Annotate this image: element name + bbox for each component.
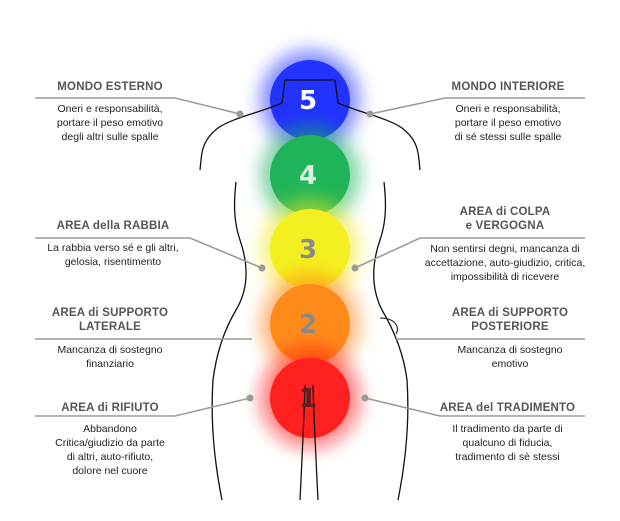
body-outline — [199, 79, 421, 501]
connector-dot — [246, 394, 254, 402]
connector-mondo-interiore — [369, 97, 585, 115]
desc-line: finanziario — [86, 358, 134, 370]
connector-dot — [361, 394, 369, 402]
zone-4-circle — [270, 135, 350, 215]
connector-dot — [351, 264, 359, 272]
inner-leg-lines — [299, 384, 319, 501]
back-support-mark — [379, 317, 398, 335]
label-description: Oneri e responsabilità, portare il peso … — [428, 102, 588, 144]
label-colpa-vergogna: AREA di COLPA e VERGOGNA Non sentirsi de… — [410, 205, 600, 284]
label-mondo-esterno: MONDO ESTERNO Oneri e responsabilità, po… — [30, 80, 190, 144]
desc-line: Critica/giudizio da parte — [55, 437, 165, 449]
label-title: e VERGOGNA — [465, 220, 545, 232]
label-rifiuto: AREA di RIFIUTO Abbandono Critica/giudiz… — [30, 401, 190, 478]
desc-line: Il tradimento da parte di — [452, 423, 563, 435]
label-description: Oneri e responsabilità, portare il peso … — [30, 102, 190, 144]
zone-3-circle — [270, 209, 350, 289]
label-title: LATERALE — [78, 321, 142, 333]
label-description: Mancanza di sostegno finanziario — [30, 343, 190, 371]
desc-line: Oneri e responsabilità, — [455, 103, 561, 115]
label-mondo-interiore: MONDO INTERIORE Oneri e responsabilità, … — [428, 80, 588, 144]
label-rabbia: AREA della RABBIA La rabbia verso sé e g… — [28, 219, 198, 269]
zone-1-circle — [270, 358, 350, 438]
desc-line: Mancanza di sostegno — [457, 344, 563, 356]
connector-dot — [236, 110, 244, 118]
connector-mondo-esterno — [35, 97, 241, 115]
label-description: Non sentirsi degni, mancanza di accettaz… — [410, 242, 600, 284]
label-tradimento: AREA del TRADIMENTO Il tradimento da par… — [420, 401, 595, 464]
label-description: Mancanza di sostegno emotivo — [430, 343, 590, 371]
desc-line: di altri, auto-rifiuto, — [66, 451, 154, 463]
connector-colpa — [354, 237, 585, 269]
label-title: AREA del TRADIMENTO — [439, 402, 576, 414]
label-title: AREA della RABBIA — [56, 220, 170, 232]
desc-line: impossibilità di ricevere — [450, 271, 560, 283]
zone-2-number: 2 — [298, 310, 318, 340]
zone-4-number: 4 — [298, 161, 318, 191]
label-description: Abbandono Critica/giudizio da parte di a… — [30, 422, 190, 478]
desc-line: portare il peso emotivo — [56, 117, 164, 129]
desc-line: degli altri sulle spalle — [61, 131, 159, 143]
desc-line: tradimento di sè stessi — [455, 451, 560, 463]
desc-line: portare il peso emotivo — [454, 117, 562, 129]
desc-line: gelosia, risentimento — [64, 256, 162, 268]
zone-5-number: 5 — [298, 86, 318, 116]
desc-line: Mancanza di sostegno — [57, 344, 163, 356]
desc-line: accettazione, auto-giudizio, critica, — [424, 257, 586, 269]
label-title: MONDO INTERIORE — [451, 81, 565, 93]
label-supporto-posteriore: AREA di SUPPORTO POSTERIORE Mancanza di … — [430, 306, 590, 371]
desc-line: dolore nel cuore — [72, 465, 148, 477]
desc-line: qualcuno di fiducia, — [462, 437, 553, 449]
desc-line: emotivo — [491, 358, 529, 370]
connector-rabbia — [35, 237, 263, 269]
body-left-contour — [199, 79, 286, 501]
zone-1-number: 1 — [298, 384, 318, 414]
label-title: AREA di SUPPORTO — [51, 307, 169, 319]
desc-line: Non sentirsi degni, mancanza di — [430, 243, 580, 255]
zone-3-number: 3 — [298, 235, 318, 265]
desc-line: La rabbia verso sé e gli altri, — [47, 242, 179, 254]
zone-2-circle — [270, 284, 350, 364]
connector-dot — [366, 110, 374, 118]
connector-lines — [35, 97, 585, 417]
connector-tradimento — [364, 397, 585, 417]
body-right-contour — [334, 79, 421, 501]
label-description: Il tradimento da parte di qualcuno di fi… — [420, 422, 595, 464]
desc-line: Abbandono — [83, 423, 137, 435]
label-title: POSTERIORE — [471, 321, 549, 333]
label-supporto-laterale: AREA di SUPPORTO LATERALE Mancanza di so… — [30, 306, 190, 371]
desc-line: Oneri e responsabilità, — [57, 103, 163, 115]
label-title: AREA di COLPA — [459, 206, 551, 218]
connector-rifiuto — [35, 397, 251, 417]
label-description: La rabbia verso sé e gli altri, gelosia,… — [28, 241, 198, 269]
desc-line: di sé stessi sulle spalle — [454, 131, 562, 143]
label-title: MONDO ESTERNO — [57, 81, 163, 93]
connector-dot — [258, 264, 266, 272]
label-title: AREA di RIFIUTO — [61, 402, 159, 414]
label-title: AREA di SUPPORTO — [451, 307, 569, 319]
zone-glows — [260, 50, 360, 448]
